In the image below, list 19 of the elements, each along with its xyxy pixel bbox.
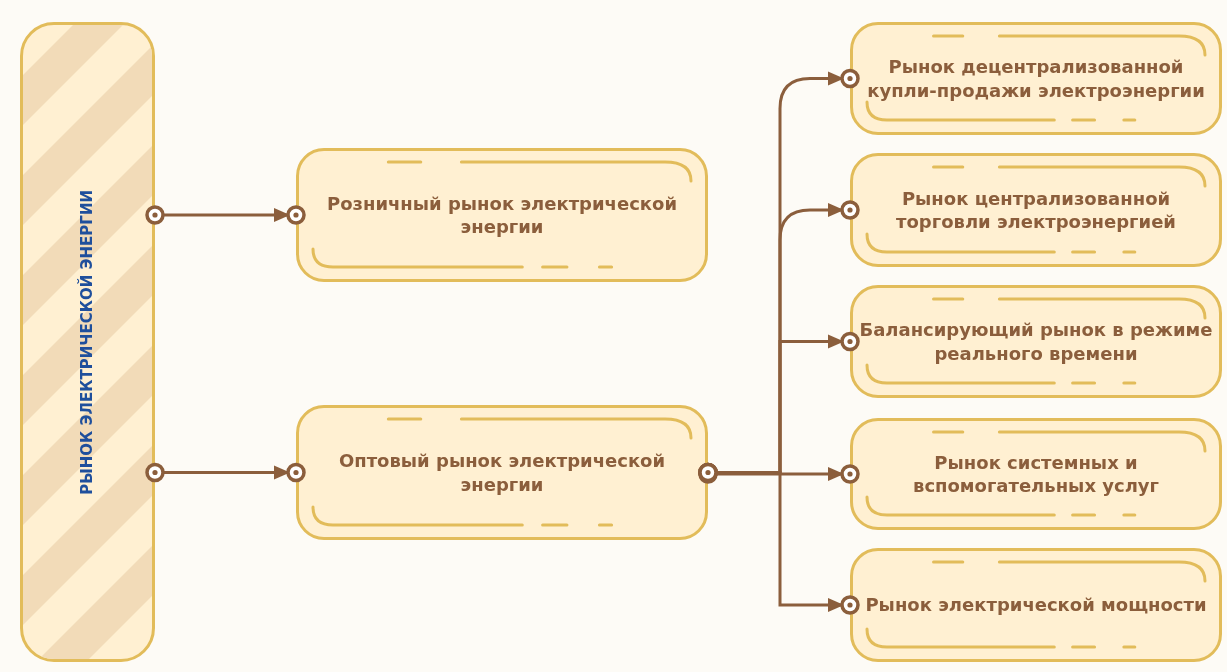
box-label: Рынок централизованной торговли электроэнергией (895, 186, 1177, 234)
box-label: Розничный рынок электрической энергии (325, 191, 679, 239)
box-label: Рынок децентрализованной купли-продажи электроэнергии (866, 55, 1206, 102)
box-label: Балансирующий рынок в режиме реального времени (858, 318, 1214, 365)
rounded-box (850, 153, 1222, 267)
arrow (145, 205, 306, 225)
box-label: Рынок системных и вспомогательных услуг (912, 450, 1160, 498)
arrow (698, 464, 860, 484)
arrow (698, 462, 860, 615)
rounded-box (850, 285, 1222, 398)
rounded-box (296, 148, 708, 282)
rounded-box (850, 22, 1222, 135)
rounded-box (296, 405, 708, 540)
rounded-box (850, 418, 1222, 530)
box-label: Рынок электрической мощности (865, 593, 1207, 617)
rounded-box (850, 548, 1222, 662)
arrow (145, 462, 306, 483)
box-label: Оптовый рынок электрической энергии (337, 449, 667, 496)
vertical-title: РЫНОК ЭЛЕКТРИЧЕСКОЙ ЭНЕРГИИ (77, 189, 97, 495)
